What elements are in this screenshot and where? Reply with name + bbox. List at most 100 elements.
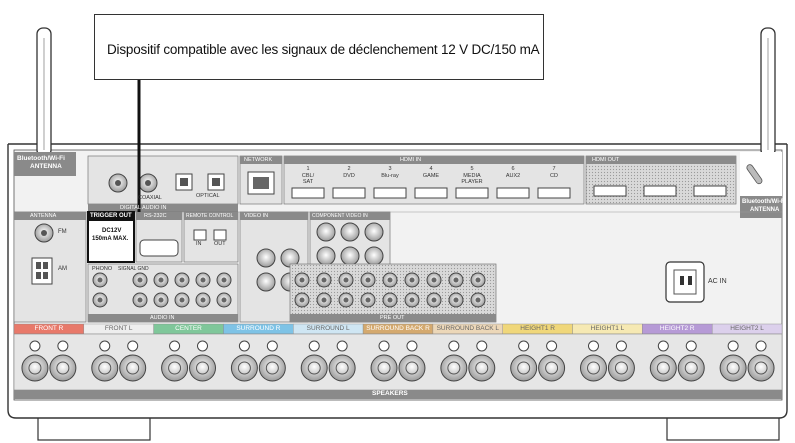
rs232c-label: RS-232C <box>144 213 167 219</box>
hdmi-port-6 <box>496 187 530 199</box>
terminal-polarity-mark <box>99 340 111 352</box>
speaker-terminal <box>119 354 147 382</box>
speaker-channel-label: SURROUND BACK R <box>366 325 430 332</box>
hdmi-input-label-5: PLAYER <box>461 179 482 185</box>
hdmi-input-label-7: CD <box>550 173 558 179</box>
hdmi-port-3 <box>373 187 407 199</box>
speaker-terminal <box>370 354 398 382</box>
remote-control-label: REMOTE CONTROL <box>186 213 234 219</box>
terminal-polarity-mark <box>197 340 209 352</box>
speaker-terminal <box>747 354 775 382</box>
ac-inlet <box>665 261 705 303</box>
right-antenna-label-2: ANTENNA <box>750 207 780 213</box>
terminal-polarity-mark <box>308 340 320 352</box>
callout-box: Dispositif compatible avec les signaux d… <box>94 14 544 80</box>
speakers-bar <box>14 390 782 399</box>
rs232c-section <box>135 211 183 263</box>
hdmi-number-5: 5 <box>470 166 473 172</box>
terminal-polarity-mark <box>615 340 627 352</box>
speaker-terminal <box>161 354 189 382</box>
fm-label: FM <box>58 229 67 235</box>
hdmi-input-label-3: Blu-ray <box>381 173 399 179</box>
speaker-terminal <box>398 354 426 382</box>
speaker-channel-label: SURROUND BACK L <box>436 325 500 332</box>
terminal-polarity-mark <box>448 340 460 352</box>
phono-label: PHONO <box>92 266 113 272</box>
digital-audio-label: DIGITAL AUDIO IN <box>120 205 167 211</box>
pre-out-section <box>289 263 497 323</box>
right-antenna <box>740 27 782 218</box>
hdmi-port-7 <box>537 187 571 199</box>
hdmi-number-4: 4 <box>429 166 432 172</box>
trigger-spec-1: DC12V <box>102 228 122 234</box>
terminal-polarity-mark <box>238 340 250 352</box>
digital-audio-section <box>87 155 239 212</box>
speaker-terminal <box>538 354 566 382</box>
hdmi-port-5 <box>455 187 489 199</box>
terminal-polarity-mark <box>755 340 767 352</box>
speaker-terminal <box>468 354 496 382</box>
speaker-terminal <box>91 354 119 382</box>
terminal-polarity-mark <box>657 340 669 352</box>
component-video-label: COMPONENT VIDEO IN <box>312 213 368 219</box>
ir-in-label: IN <box>196 241 202 247</box>
audio-in-section <box>87 263 239 323</box>
hdmi-number-3: 3 <box>388 166 391 172</box>
speaker-terminal <box>719 354 747 382</box>
right-antenna-label-1: Bluetooth/Wi-Fi <box>742 199 787 205</box>
speaker-terminal <box>328 354 356 382</box>
speaker-channel-label: SURROUND R <box>236 325 281 332</box>
speaker-terminal <box>258 354 286 382</box>
hdmi-port-1 <box>291 187 325 199</box>
video-in-label: VIDEO IN <box>244 213 269 219</box>
terminal-polarity-mark <box>169 340 181 352</box>
hdmi-port-4 <box>414 187 448 199</box>
terminal-polarity-mark <box>727 340 739 352</box>
speaker-terminal <box>230 354 258 382</box>
fm-am-antenna-section <box>13 211 87 323</box>
pre-out-label: PRE OUT <box>380 315 405 321</box>
terminal-polarity-mark <box>29 340 41 352</box>
hdmi-input-label-5: MEDIA <box>463 173 481 179</box>
speaker-terminal <box>189 354 217 382</box>
terminal-polarity-mark <box>476 340 488 352</box>
am-label: AM <box>58 266 67 272</box>
network-section <box>239 155 283 205</box>
left-antenna-label-2: ANTENNA <box>30 163 62 170</box>
speaker-channel-label: HEIGHT1 L <box>590 325 625 332</box>
speaker-terminal <box>649 354 677 382</box>
terminal-polarity-mark <box>266 340 278 352</box>
network-label: NETWORK <box>244 157 273 163</box>
optical-label: OPTICAL <box>196 193 220 199</box>
speaker-channel-label: CENTER <box>175 325 202 332</box>
terminal-polarity-mark <box>587 340 599 352</box>
left-antenna-label-1: Bluetooth/Wi-Fi <box>17 155 65 162</box>
terminal-polarity-mark <box>518 340 530 352</box>
trigger-out-highlight <box>87 211 135 263</box>
trigger-spec-2: 150mA MAX. <box>92 236 129 242</box>
hdmi-in-label: HDMI IN <box>400 157 422 163</box>
signal-gnd-label: SIGNAL GND <box>118 266 149 272</box>
speaker-terminal <box>440 354 468 382</box>
speaker-channel-label: HEIGHT2 L <box>730 325 764 332</box>
hdmi-input-label-1: CBL/ <box>302 173 315 179</box>
hdmi-input-label-2: DVD <box>343 173 355 179</box>
hdmi-output-section <box>585 155 737 205</box>
hdmi-number-2: 2 <box>347 166 350 172</box>
speaker-terminal <box>607 354 635 382</box>
speaker-channel-label: HEIGHT2 R <box>659 325 695 332</box>
callout-text: Dispositif compatible avec les signaux d… <box>107 42 540 57</box>
hdmi-input-section: 1CBL/SAT2DVD3Blu-ray4GAME5MEDIAPLAYER6AU… <box>283 155 585 205</box>
hdmi-out-label: HDMI OUT <box>592 157 620 163</box>
terminal-polarity-mark <box>57 340 69 352</box>
terminal-polarity-mark <box>685 340 697 352</box>
ir-out-label: OUT <box>214 241 226 247</box>
terminal-polarity-mark <box>406 340 418 352</box>
terminal-polarity-mark <box>336 340 348 352</box>
speaker-channel-label: HEIGHT1 R <box>520 325 555 332</box>
hdmi-port-2 <box>332 187 366 199</box>
audio-in-label: AUDIO IN <box>150 315 175 321</box>
speaker-terminal <box>49 354 77 382</box>
terminal-polarity-mark <box>127 340 139 352</box>
antenna-section-label: ANTENNA <box>30 213 57 219</box>
